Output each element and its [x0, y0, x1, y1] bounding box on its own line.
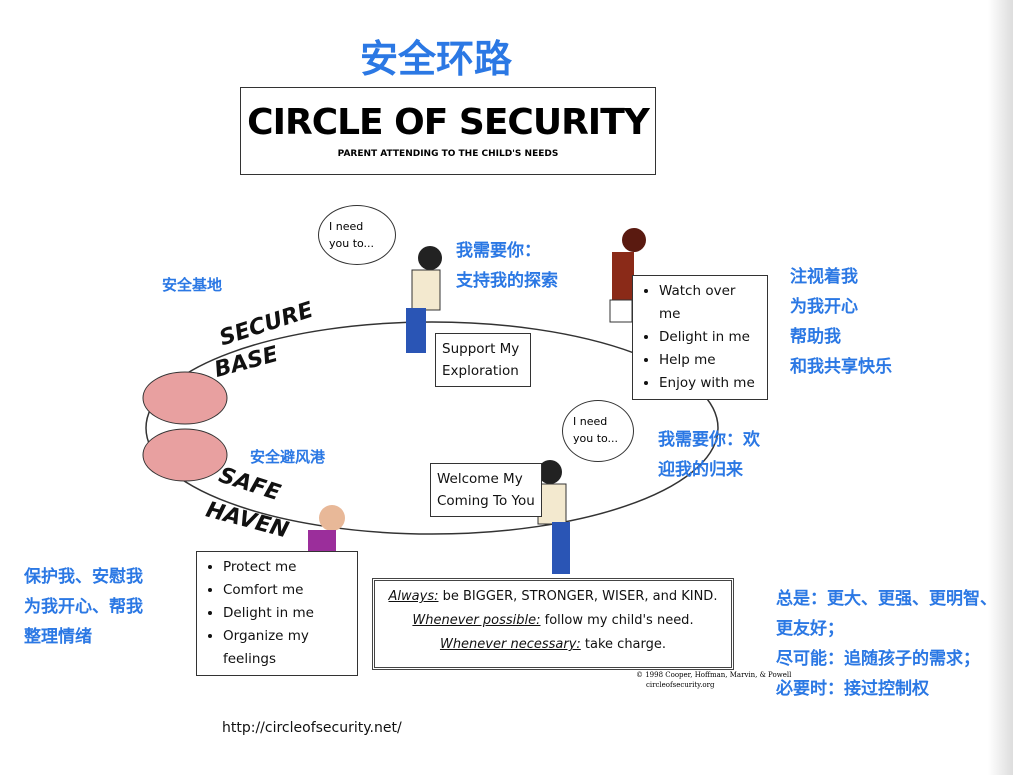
header-title: CIRCLE OF SECURITY [247, 102, 650, 143]
cn-safe-haven: 安全避风港 [250, 448, 326, 466]
speech-bubble-bottom: I need you to... [562, 400, 634, 462]
speech-bubble-top: I need you to... [318, 205, 396, 265]
list-item: Organize my feelings [223, 625, 349, 671]
list-item: Comfort me [223, 579, 349, 602]
list-item: Protect me [223, 556, 349, 579]
cn-top-right: 注视着我为我开心帮助我和我共享快乐 [790, 267, 892, 377]
list-item: Help me [659, 349, 759, 372]
cn-secure-base: 安全基地 [162, 276, 223, 294]
top-needs-list: Watch over meDelight in meHelp meEnjoy w… [632, 275, 768, 400]
welcome-coming-box: Welcome My Coming To You [430, 463, 542, 517]
header-box: CIRCLE OF SECURITY PARENT ATTENDING TO T… [240, 87, 656, 175]
header-subtitle: PARENT ATTENDING TO THE CHILD'S NEEDS [337, 149, 559, 159]
hands-icon [142, 371, 228, 482]
list-item: Watch over me [659, 280, 759, 326]
list-item: Delight in me [223, 602, 349, 625]
child-returning-icon [537, 460, 570, 574]
child-with-parent-icon [609, 228, 646, 323]
cn-bottom-right: 总是：更大、更强、更明智、更友好；尽可能：追随孩子的需求；必要时：接过控制权 [776, 589, 997, 699]
whenever-necessary-line: Whenever necessary: take charge. [439, 637, 667, 652]
support-exploration-box: Support My Exploration [435, 333, 531, 387]
whenever-possible-line: Whenever possible: follow my child's nee… [412, 613, 694, 628]
cn-bottom-left: 保护我、安慰我为我开心、帮我整理情绪 [24, 567, 143, 647]
copyright: © 1998 Cooper, Hoffman, Marvin, & Powell… [636, 671, 792, 689]
list-item: Enjoy with me [659, 372, 759, 395]
chinese-title: 安全环路 [360, 37, 513, 81]
loop-ellipse [145, 321, 719, 535]
bottom-needs-list: Protect meComfort meDelight in meOrganiz… [196, 551, 358, 676]
source-url[interactable]: http://circleofsecurity.net/ [222, 720, 402, 736]
cn-need-support: 我需要你：支持我的探索 [456, 241, 558, 291]
always-box: Always: be BIGGER, STRONGER, WISER, and … [372, 578, 734, 670]
always-line: Always: be BIGGER, STRONGER, WISER, and … [388, 589, 718, 604]
list-item: Delight in me [659, 326, 759, 349]
child-exploring-icon [406, 246, 442, 353]
cn-need-welcome: 我需要你：欢迎我的归来 [658, 430, 760, 480]
right-edge-shade [988, 0, 1013, 775]
